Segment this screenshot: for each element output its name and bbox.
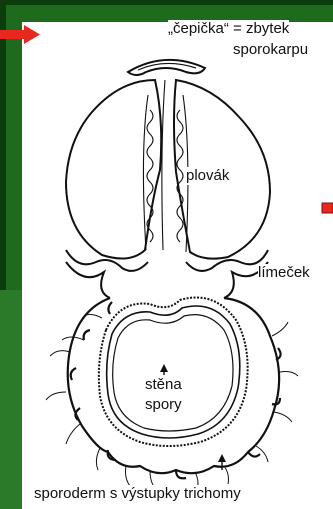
spore-wall-label: stěna spory (145, 375, 182, 415)
right-red-arrow (322, 203, 333, 213)
collar-label: límeček (258, 264, 310, 282)
float-label: plovák (186, 167, 229, 185)
sporoderm-label: sporoderm s výstupky trichomy (34, 485, 241, 503)
spore-wall-label-line1: stěna (145, 375, 182, 395)
cap-label: „čepička“ = zbytek (168, 20, 289, 38)
spore-wall-label-line2: spory (145, 395, 182, 415)
cap-label-line2: sporokarpu (233, 41, 308, 59)
